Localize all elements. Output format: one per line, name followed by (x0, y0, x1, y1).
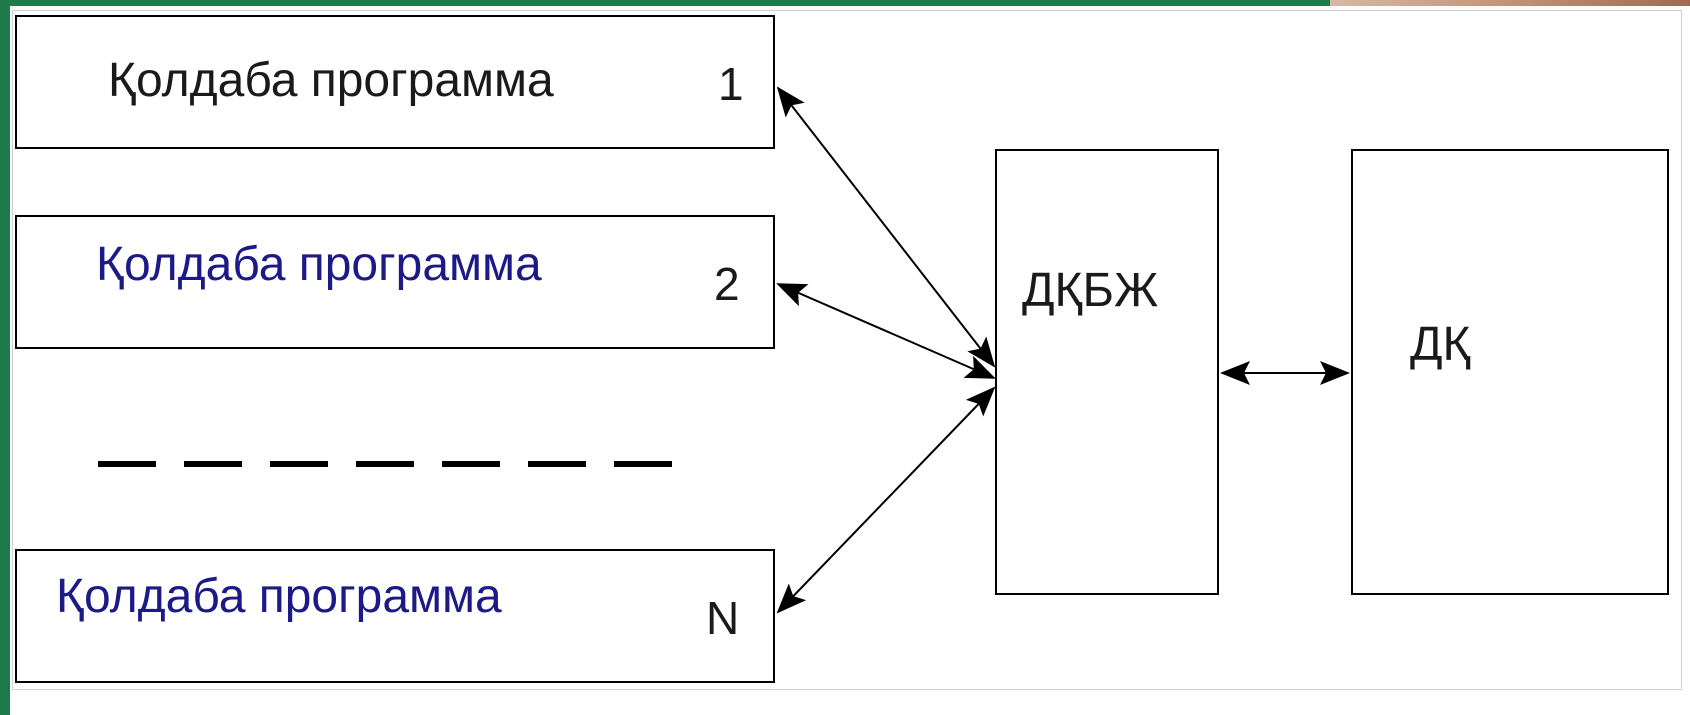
connector-program-1-dbms (776, 86, 996, 368)
database-box: ДҚ (1351, 149, 1669, 595)
program-label-2: Қолдаба программа (96, 238, 542, 291)
dbms-label: ДҚБЖ (1022, 264, 1158, 317)
program-number-n: N (706, 592, 739, 644)
dbms-box: ДҚБЖ (995, 149, 1219, 595)
program-label-1: Қолдаба программа (108, 54, 554, 107)
program-box-2: Қолдаба программа 2 (15, 215, 775, 349)
program-box-1: Қолдаба программа 1 (15, 15, 775, 149)
connector-program-2-dbms (776, 283, 996, 379)
program-number-1: 1 (718, 58, 744, 110)
connector-program-n-dbms (776, 386, 996, 614)
program-label-n: Қолдаба программа (56, 570, 502, 623)
program-box-n: Қолдаба программа N (15, 549, 775, 683)
database-label: ДҚ (1410, 318, 1471, 371)
program-number-2: 2 (714, 258, 740, 310)
